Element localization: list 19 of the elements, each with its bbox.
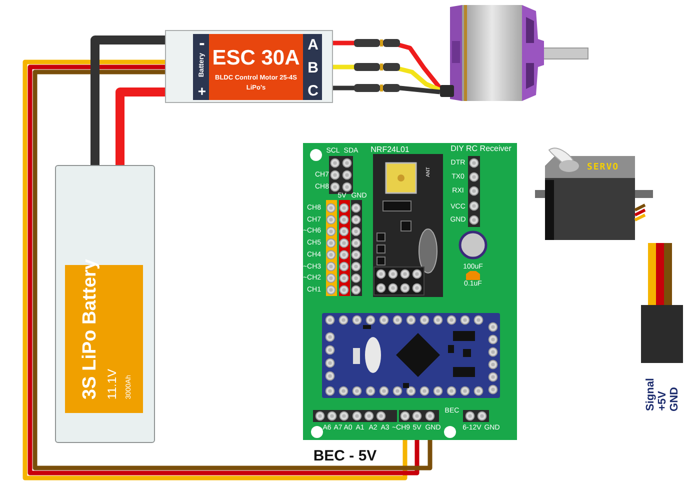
motor-drawing [440, 3, 590, 103]
receiver-board [303, 143, 517, 440]
pin-label: +5V [658, 391, 668, 411]
module-title: NRF24L01 [370, 146, 410, 154]
servo-label: SERVO [586, 164, 620, 172]
pin-label: GND [670, 386, 680, 411]
wire [116, 88, 165, 165]
wire [90, 36, 165, 165]
terminal-label: - [199, 34, 205, 52]
pin-label: Signal [646, 378, 656, 411]
phase-label: C [308, 84, 318, 98]
esc-module [165, 30, 333, 103]
battery-voltage: 11.1V [106, 368, 118, 399]
phase-label: B [308, 60, 318, 76]
module-title: ESC 30A [212, 48, 300, 68]
board-title: DIY RC Receiver [450, 145, 512, 153]
terminal-label: + [198, 84, 206, 98]
phase-label: A [308, 38, 318, 52]
battery-pack [55, 165, 155, 443]
